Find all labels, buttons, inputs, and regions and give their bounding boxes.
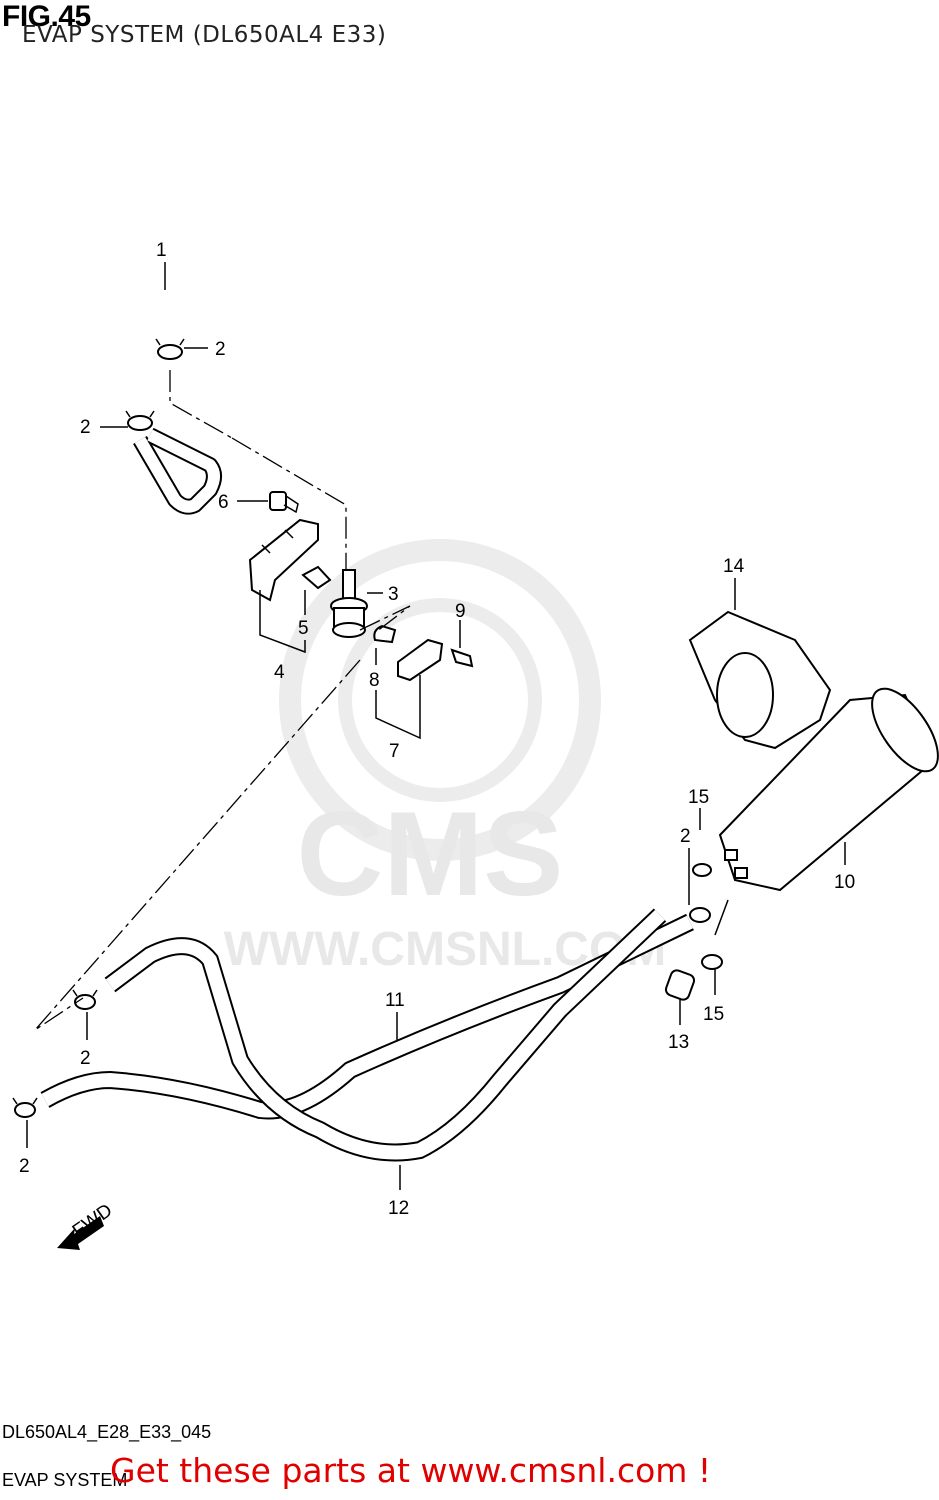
callout-14: 14 bbox=[723, 556, 745, 577]
callout-15-top: 15 bbox=[688, 787, 709, 808]
promo-banner-link[interactable]: Get these parts at www.cmsnl.com ! bbox=[110, 1451, 712, 1490]
callout-12: 12 bbox=[388, 1198, 409, 1219]
canister-cover-14 bbox=[688, 610, 832, 750]
callout-13: 13 bbox=[668, 1032, 689, 1053]
connector-13 bbox=[664, 969, 696, 1001]
bracket-7 bbox=[397, 638, 444, 682]
valve-3 bbox=[330, 569, 368, 638]
part-1-hose bbox=[80, 280, 222, 515]
callout-8: 8 bbox=[369, 670, 380, 691]
figure-number: FIG.45 bbox=[2, 0, 91, 33]
callout-2-right: 2 bbox=[680, 826, 691, 847]
clamp-2-upper-left bbox=[125, 410, 155, 431]
watermark-brand: CMS bbox=[297, 787, 564, 921]
callout-2-top: 2 bbox=[215, 339, 226, 360]
callout-3: 3 bbox=[388, 584, 399, 605]
callout-11: 11 bbox=[385, 990, 405, 1011]
bracket-4 bbox=[248, 518, 319, 602]
clamp-2-mid-left bbox=[72, 989, 98, 1010]
diagram-code: DL650AL4_E28_E33_045 bbox=[2, 1422, 212, 1442]
callout-10: 10 bbox=[834, 872, 855, 893]
callout-7: 7 bbox=[389, 741, 400, 762]
callout-2-mid-left: 2 bbox=[80, 1048, 91, 1069]
screw-9 bbox=[450, 648, 474, 668]
hose-12 bbox=[104, 908, 667, 1162]
callout-9: 9 bbox=[455, 601, 466, 622]
callout-4: 4 bbox=[274, 662, 285, 683]
clamp-2-top bbox=[155, 338, 185, 360]
callout-1: 1 bbox=[156, 240, 167, 261]
bolt-6 bbox=[269, 491, 299, 514]
clip-5 bbox=[301, 565, 332, 590]
callout-15-bottom: 15 bbox=[703, 1004, 724, 1025]
clamp-15 bbox=[701, 954, 723, 970]
footer-subtitle: EVAP SYSTEM bbox=[2, 1470, 128, 1490]
figure-subtitle: EVAP SYSTEM (DL650AL4 E33) bbox=[22, 22, 387, 48]
canister-10 bbox=[718, 687, 939, 892]
callout-5: 5 bbox=[298, 618, 309, 639]
fwd-arrow: FWD bbox=[57, 1200, 116, 1250]
clamp-2-lower-left bbox=[12, 1097, 38, 1118]
callout-2-lower-left: 2 bbox=[19, 1156, 30, 1177]
clamp-2-right bbox=[689, 863, 712, 923]
fwd-label: FWD bbox=[69, 1200, 116, 1242]
callout-2-upper-left: 2 bbox=[80, 417, 91, 438]
leader-lines bbox=[26, 262, 846, 1190]
cms-watermark: CMS WWW.CMSNL.COM bbox=[224, 539, 666, 976]
clip-8 bbox=[373, 624, 397, 644]
callout-6: 6 bbox=[218, 492, 229, 513]
